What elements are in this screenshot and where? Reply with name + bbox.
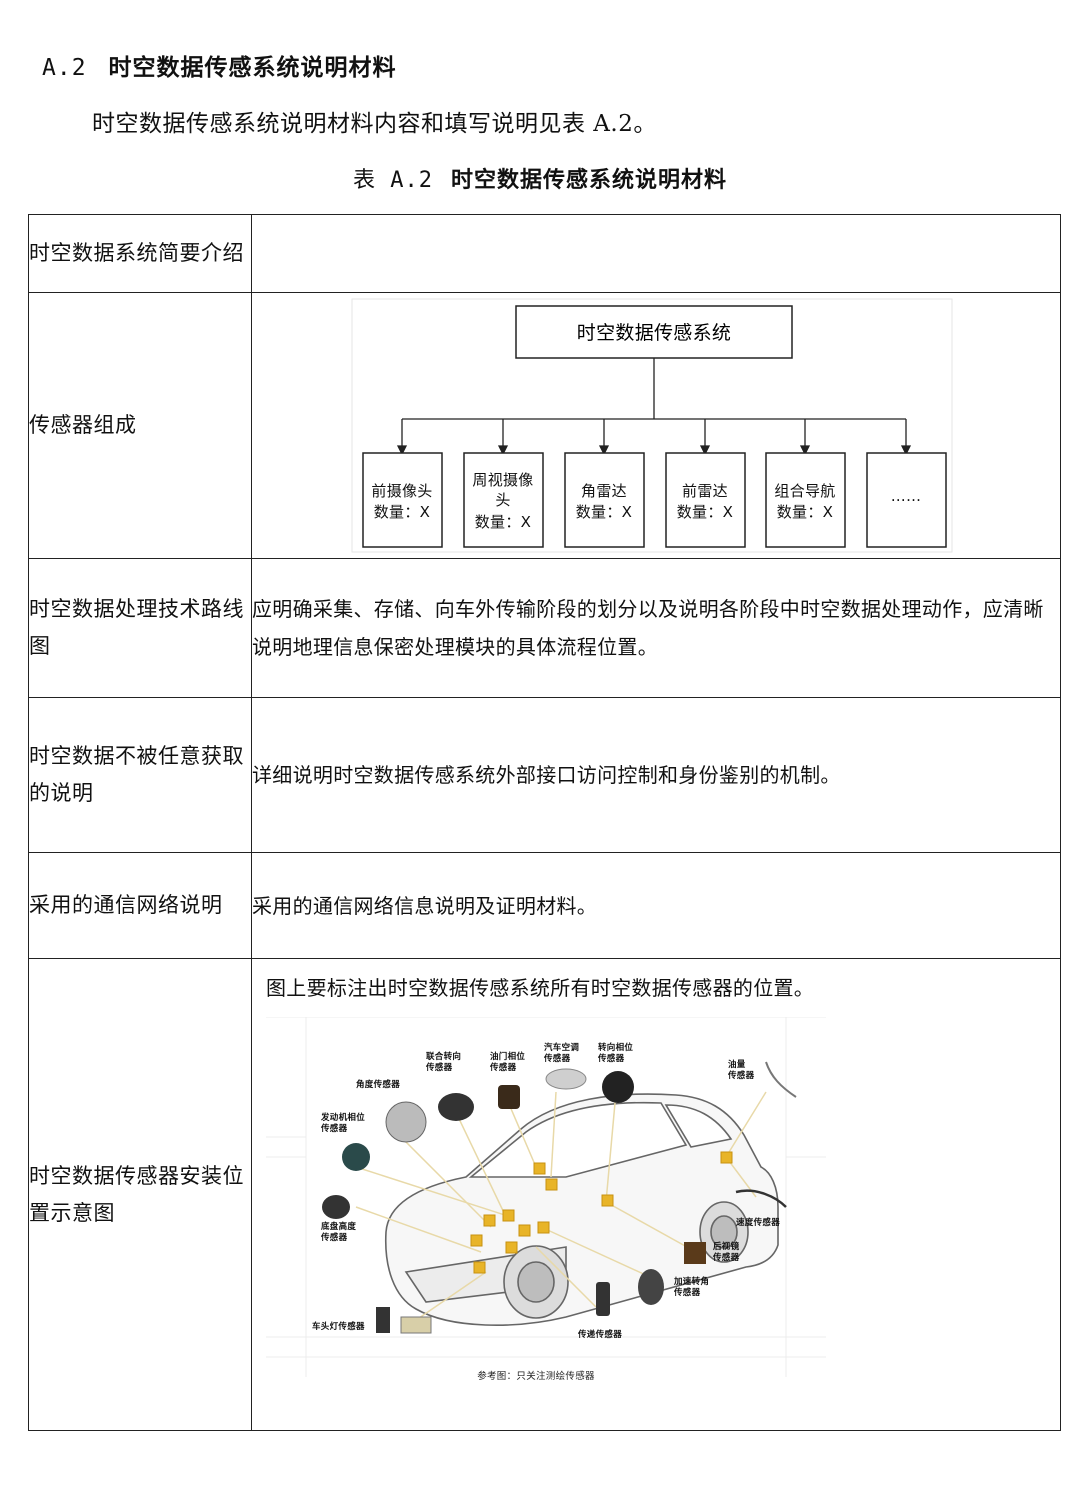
intro-paragraph: 时空数据传感系统说明材料内容和填写说明见表 A.2。 [92,111,657,137]
row-label: 时空数据传感器安装位置示意图 [28,958,252,1431]
row-label: 采用的通信网络说明 [28,852,252,959]
label-joint-turn: 联合转向 [426,1051,461,1062]
label-throttle-2: 传感器 [489,1062,517,1073]
child-name: 前雷达 [682,482,728,500]
leader-lines [355,1091,767,1328]
child-count: 数量：X [374,503,430,521]
diagram-child-more: …… [866,452,947,548]
section-heading: A.2 时空数据传感系统说明材料 [42,48,397,82]
sensor-devices [322,1061,797,1334]
label-accel-turn: 加速转角 [673,1276,709,1287]
label-chassis-height: 底盘高度 [321,1221,356,1232]
child-count: 数量：X [475,513,531,531]
child-name: …… [891,487,922,505]
label-angle: 角度传感器 [356,1079,400,1090]
label-chassis-height-2: 传感器 [320,1232,348,1243]
row-label: 时空数据处理技术路线图 [28,558,252,698]
car-sensor-figure: 联合转向 传感器 油门相位 传感器 汽车空调 传感器 转向相位 传感器 油量 传… [266,1017,826,1382]
row-content: 详细说明时空数据传感系统外部接口访问控制和身份鉴别的机制。 [251,697,1061,853]
label-mirror: 后视镜 [713,1241,740,1252]
label-steering-phase: 转向相位 [598,1042,633,1053]
label-oil-2: 传感器 [727,1070,755,1081]
label-ac-2: 传感器 [543,1053,571,1064]
row-content: 应明确采集、存储、向车外传输阶段的划分以及说明各阶段中时空数据处理动作，应清晰说… [251,558,1061,698]
table-title: 表 A.2 时空数据传感系统说明材料 [0,162,1080,194]
table-row: 时空数据不被任意获取的说明 详细说明时空数据传感系统外部接口访问控制和身份鉴别的… [28,697,1061,853]
label-accel-turn-2: 传感器 [673,1287,701,1298]
row-content [251,214,1061,293]
label-oil: 油量 [728,1059,746,1070]
label-steering-phase-2: 传感器 [597,1053,625,1064]
child-name: 组合导航 [774,482,835,500]
label-throttle: 油门相位 [490,1051,525,1062]
section-title: 时空数据传感系统说明材料 [108,55,397,81]
child-name: 角雷达 [581,482,627,500]
section-number: A.2 [42,55,87,81]
table-row: 时空数据系统简要介绍 [28,214,1061,293]
row-label: 时空数据系统简要介绍 [28,214,252,293]
sensor-diagram-cell: 时空数据传感系统 前摄像头 数量：X [251,292,1061,559]
label-headlight: 车头灯传感器 [312,1321,365,1332]
child-name-line2: 头 [495,491,510,509]
row-content: 图上要标注出时空数据传感系统所有时空数据传感器的位置。 [266,976,815,1000]
car-figure-cell: 图上要标注出时空数据传感系统所有时空数据传感器的位置。 [251,958,1061,1431]
figure-caption: 参考图：只关注测绘传感器 [477,1370,595,1382]
table-number: 表 A.2 [353,168,433,193]
label-mirror-2: 传感器 [712,1252,740,1263]
root-label: 时空数据传感系统 [577,322,731,344]
diagram-root-node: 时空数据传感系统 [515,305,793,359]
table-row: 采用的通信网络说明 采用的通信网络信息说明及证明材料。 [28,852,1061,959]
row-label: 传感器组成 [28,292,252,559]
table-row: 时空数据处理技术路线图 应明确采集、存储、向车外传输阶段的划分以及说明各阶段中时… [28,558,1061,698]
diagram-child-corner-radar: 角雷达 数量：X [564,452,645,548]
child-name: 前摄像头 [371,482,432,500]
diagram-connectors [396,419,912,456]
child-count: 数量：X [777,503,833,521]
table-row: 时空数据传感器安装位置示意图 图上要标注出时空数据传感系统所有时空数据传感器的位… [28,958,1061,1431]
label-speed: 速度传感器 [736,1217,780,1228]
diagram-child-integrated-navigation: 组合导航 数量：X [765,452,846,548]
child-count: 数量：X [576,503,632,521]
label-engine-phase-2: 传感器 [320,1123,348,1134]
child-name-line1: 周视摄像 [472,471,533,489]
child-count: 数量：X [677,503,733,521]
table-title-text: 时空数据传感系统说明材料 [450,168,727,193]
row-label: 时空数据不被任意获取的说明 [28,697,252,853]
label-transmission: 传递传感器 [577,1329,622,1340]
diagram-child-front-camera: 前摄像头 数量：X [362,452,443,548]
label-engine-phase: 发动机相位 [320,1112,365,1123]
info-table: 时空数据系统简要介绍 传感器组成 时空数据传感系统 [28,214,1061,1431]
diagram-child-surround-camera: 周视摄像 头 数量：X [463,452,544,548]
row-content: 采用的通信网络信息说明及证明材料。 [251,852,1061,959]
diagram-child-front-radar: 前雷达 数量：X [665,452,746,548]
label-ac: 汽车空调 [544,1042,579,1053]
sensor-composition-diagram: 时空数据传感系统 前摄像头 数量：X [351,298,953,553]
sensor-markers [470,1151,733,1274]
table-row: 传感器组成 时空数据传感系统 [28,292,1061,559]
label-joint-turn-2: 传感器 [425,1062,453,1073]
car-illustration [384,1093,779,1326]
